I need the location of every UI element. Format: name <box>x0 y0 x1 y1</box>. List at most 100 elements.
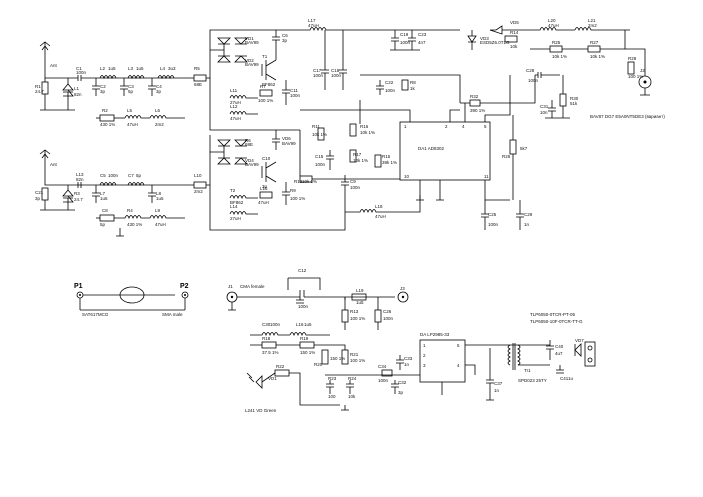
j3-name-label: J3 <box>400 286 405 291</box>
components-46-val-label: 100n <box>350 185 361 190</box>
j1-label-label: CMA female <box>240 284 265 289</box>
components-21-val-label: 47uH <box>308 23 319 28</box>
components-61-val-label: 5p <box>100 222 106 227</box>
components-64-ref-label: L10 <box>194 173 202 178</box>
svg-text:2: 2 <box>445 124 448 129</box>
components-10-val-label: 430 1% <box>100 122 115 127</box>
components-61-ref-label: C8 <box>102 208 108 213</box>
components-5-ref-label: C3 <box>128 84 134 89</box>
led-icon: VD1 <box>246 372 277 389</box>
components-39-ref-label: R8 <box>410 80 416 85</box>
components-84-val-label: 100 <box>328 394 336 399</box>
components-44-val-label: 10k 1% <box>312 132 327 137</box>
p1-name-label: P1 <box>74 283 83 290</box>
bottom-channel: Ant C21 3p R3 24.7 L13 82n C5 100n C7 5p… <box>35 130 346 231</box>
components-10-ref-label: R2 <box>102 108 108 113</box>
components-79-val-label: 37.5 1% <box>262 350 279 355</box>
components-96-val-label: 4u7 <box>555 351 563 356</box>
components-86-ref-label: C32 <box>398 380 407 385</box>
components-63-val-label: 47uH <box>155 222 166 227</box>
components-97-ref-label: C41 <box>560 376 569 381</box>
ant2-name-label: Ant <box>50 162 58 167</box>
svg-text:4: 4 <box>462 124 465 129</box>
components-36-val-label: 10n <box>540 110 548 115</box>
components-11-val-label: 47uH <box>127 122 138 127</box>
components-57-ref-label: C5 <box>100 173 106 178</box>
l2 <box>99 75 117 80</box>
components-3-ref-label: C2 <box>100 84 106 89</box>
t2: 3p C10 <box>261 156 277 189</box>
components-43-ref-label: C15 <box>315 154 324 159</box>
components-34-val-label: 100 1% <box>628 74 643 79</box>
components-88-ref-label: C34 <box>378 364 387 369</box>
components-48-ref-label: C25 <box>488 212 497 217</box>
components-38-ref-label: C22 <box>385 80 394 85</box>
components-18-ref-label: L11 <box>230 88 238 93</box>
components-87-ref-label: C33 <box>404 356 413 361</box>
components-39-val-label: 1k <box>410 86 416 91</box>
output-filter: TLP6050-0TCR-PT-05 TLP6050-10F-0TCR-TT-G… <box>486 312 596 395</box>
components-24-ref-label: C19 <box>400 32 409 37</box>
ground-symbols <box>116 195 494 411</box>
components-48-val-label: 100n <box>488 222 499 227</box>
components-70-val-label: 27uH <box>230 216 241 221</box>
components-83-ref-label: R22 <box>276 364 285 369</box>
components-33-val-label: 100n <box>528 78 539 83</box>
components-20-val-label: 100n <box>290 93 301 98</box>
cable-assembly: P1 P2 SAT617MCG SMA male <box>74 283 189 317</box>
components-76-ref-label: L19 <box>356 288 364 293</box>
note_right2-label: TLP6050-10F-0TCR-TT-G <box>530 319 583 324</box>
components-96-ref-label: C40 <box>555 344 564 349</box>
components-68-val-label: 3p <box>262 184 268 189</box>
components-91-val-label: 1n <box>494 388 500 393</box>
svg-text:VD1: VD1 <box>268 376 277 381</box>
components-42-ref-label: R15 <box>382 154 391 159</box>
components-65-ref-label: R6 <box>245 138 251 143</box>
components-37-ref-label: R32 <box>470 94 479 99</box>
components-85-val-label: 10k <box>348 394 356 399</box>
components-73-val-label: 100n <box>298 304 309 309</box>
components-71-val-label: 47uH <box>258 200 269 205</box>
components-1-ref-label: R1 <box>35 84 41 89</box>
components-55-ref-label: R3 <box>74 191 80 196</box>
bias-tee: J1 CMA female C12 100n L19 1u5 J3 R13 10… <box>226 268 420 413</box>
components-97-val-label: 1u <box>568 376 574 381</box>
components-60-val-label: 1u5 <box>156 196 164 201</box>
components-59-ref-label: C7 <box>128 173 134 178</box>
l1 <box>62 78 74 110</box>
components-75-ref-label: L16 <box>296 322 304 327</box>
components-6-ref-label: L3 <box>128 66 134 71</box>
components-9-val-label: 68E <box>194 82 202 87</box>
components-15-ref-label: C6 <box>282 33 288 38</box>
components-72-ref-label: R9 <box>290 188 296 193</box>
components-24-val-label: 100n <box>400 40 411 45</box>
components-86-val-label: 3p <box>398 390 404 395</box>
components-44-ref-label: R11 <box>312 124 320 129</box>
tr1: Tr1 <box>507 343 531 373</box>
components-36-ref-label: C31 <box>540 104 549 109</box>
components-7-ref-label: C4 <box>156 84 162 89</box>
components-13-ref-label: VD1 <box>245 36 254 41</box>
components-32-val-label: 10k 1% <box>590 54 605 59</box>
components-54-val-label: 3p <box>35 196 41 201</box>
components-76-val-label: 1u5 <box>356 300 364 305</box>
components-33-ref-label: C28 <box>526 68 535 73</box>
svg-text:5: 5 <box>484 124 487 129</box>
ic1-name-label: DA1 AD8302 <box>418 146 445 151</box>
components-32-ref-label: R27 <box>590 40 599 45</box>
components-12-val-label: 2m2 <box>155 122 164 127</box>
components-47-ref-label: L18 <box>375 204 383 209</box>
components-2-val-label: 82n <box>74 92 82 97</box>
components-58-ref-label: L7 <box>100 191 106 196</box>
components-54-ref-label: C21 <box>35 190 44 195</box>
components-59-val-label: 5p <box>136 173 142 178</box>
components-43-val-label: 100n <box>315 162 326 167</box>
components-23-ref-label: C18 <box>331 68 340 73</box>
components-42-val-label: 39k 1% <box>382 160 397 165</box>
components-8-val-label: 3u3 <box>168 66 176 71</box>
svg-text:4: 4 <box>457 363 460 368</box>
components-56-val-label: 82n <box>76 177 84 182</box>
components-49-ref-label: C29 <box>524 212 533 217</box>
components-75-val-label: 1u5 <box>304 322 312 327</box>
